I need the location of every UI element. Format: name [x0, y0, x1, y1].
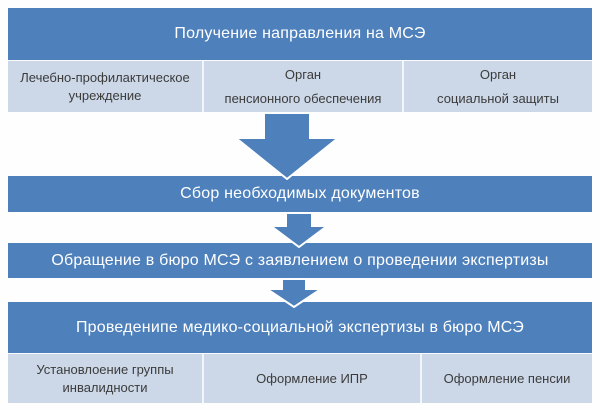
step-apply-bureau-bar: Обращение в бюро МСЭ с заявлением о пров… — [8, 243, 592, 278]
step-conduct-expertise-bar: Проведенипе медико-социальной экспертизы… — [8, 302, 592, 353]
cell-social-protection-line2: социальной защиты — [437, 90, 559, 106]
cell-social-protection: Орган социальной защиты — [402, 61, 592, 112]
cell-pension-authority-line1: Орган — [284, 66, 322, 82]
down-arrow-icon — [270, 212, 328, 248]
cell-disability-group-line1: Установлоение группы — [36, 361, 174, 377]
step-get-referral-label: Получение направления на МСЭ — [174, 25, 426, 42]
referral-sources-row: Лечебно-профилактическое учреждение Орга… — [8, 60, 592, 112]
expertise-results-row: Установлоение группы инвалидности Оформл… — [8, 353, 592, 403]
cell-pension-authority: Орган пенсионного обеспечения — [202, 61, 402, 112]
cell-medical-institution-line2: учреждение — [68, 87, 142, 103]
cell-pension-registration-line1: Оформление пенсии — [443, 370, 571, 386]
cell-pension-registration: Оформление пенсии — [420, 354, 592, 403]
cell-disability-group-line2: инвалидности — [62, 379, 148, 395]
step-conduct-expertise-label: Проведенипе медико-социальной экспертизы… — [75, 318, 525, 336]
cell-ipr-registration-line1: Оформление ИПР — [256, 370, 368, 386]
step-get-referral-bar: Получение направления на МСЭ — [8, 8, 592, 60]
step-apply-bureau-label: Обращение в бюро МСЭ с заявлением о пров… — [51, 251, 549, 269]
down-arrow-icon — [235, 112, 339, 180]
step-collect-documents-bar: Сбор необходимых документов — [8, 176, 592, 212]
cell-pension-authority-line2: пенсионного обеспечения — [224, 90, 382, 106]
down-arrow-icon — [266, 278, 322, 308]
cell-medical-institution: Лечебно-профилактическое учреждение — [8, 61, 202, 112]
step-collect-documents-label: Сбор необходимых документов — [180, 185, 420, 202]
cell-medical-institution-line1: Лечебно-профилактическое — [20, 69, 190, 85]
cell-social-protection-line1: Орган — [479, 66, 517, 82]
cell-ipr-registration: Оформление ИПР — [202, 354, 420, 403]
cell-disability-group: Установлоение группы инвалидности — [8, 354, 202, 403]
